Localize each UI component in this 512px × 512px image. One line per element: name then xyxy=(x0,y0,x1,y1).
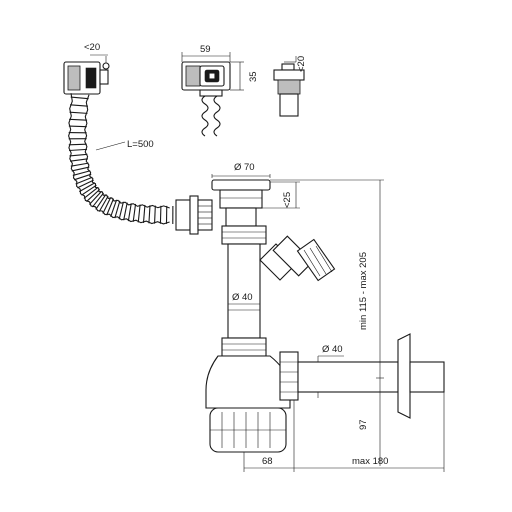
hose-rib xyxy=(75,176,93,185)
sink-outlet: Ø 70 <25 xyxy=(211,162,300,227)
hose-rib xyxy=(123,202,128,221)
outlet-reach-label: max 180 xyxy=(352,456,388,467)
overflow-grille: 59 35 xyxy=(181,44,259,137)
hose-connector xyxy=(175,195,213,235)
trap-height-label: 97 xyxy=(358,419,369,430)
hose-rib xyxy=(83,186,99,199)
hose-rib xyxy=(110,199,118,217)
outlet-diameter-label: Ø 70 xyxy=(234,162,255,173)
hose-rib xyxy=(114,200,121,219)
trap-outlet: Ø 40 xyxy=(279,333,445,419)
pipe-diameter-label: Ø 40 xyxy=(232,292,253,303)
hose-rib xyxy=(81,184,97,196)
corrugated-hose xyxy=(68,93,174,225)
trap-offset-label: 68 xyxy=(262,456,273,467)
hose-rib xyxy=(98,195,109,212)
hose-rib xyxy=(68,125,87,128)
hose-rib xyxy=(79,182,96,193)
overflow-depth-label: <20 xyxy=(84,42,100,53)
hose-rib xyxy=(69,148,88,152)
hose-rib xyxy=(137,204,141,223)
hose-rib xyxy=(148,205,151,224)
hose-length-label: L=500 xyxy=(127,139,154,150)
grille-width-label: 59 xyxy=(200,44,211,55)
basket-plug: <20 xyxy=(273,56,307,117)
washing-machine-spigot xyxy=(259,235,336,282)
hose-rib xyxy=(70,104,89,107)
bottle-trap xyxy=(205,355,291,453)
hose-rib xyxy=(132,203,137,222)
hose-rib xyxy=(69,118,88,121)
grille-height-label: 35 xyxy=(248,71,259,82)
trap-outlet-diameter-label: Ø 40 xyxy=(322,344,343,355)
hose-rib xyxy=(72,170,91,176)
hose-rib xyxy=(69,111,88,114)
hose-rib xyxy=(70,162,89,167)
hose-rib xyxy=(68,143,87,146)
hose-rib xyxy=(102,197,112,214)
hose-rib xyxy=(95,194,107,210)
vertical-pipe: Ø 40 xyxy=(221,225,267,357)
hose-rib xyxy=(154,205,156,224)
hose-rib xyxy=(88,190,102,205)
hose-rib xyxy=(70,96,89,100)
hose-rib xyxy=(92,192,105,208)
plug-depth-label: <20 xyxy=(296,56,307,72)
hose-rib xyxy=(118,201,124,220)
hose-rib xyxy=(159,205,162,224)
hose-rib xyxy=(70,158,88,162)
hose-rib xyxy=(106,198,115,216)
hose-rib xyxy=(127,203,132,222)
hose-rib xyxy=(77,179,94,189)
hose-rib xyxy=(142,204,146,223)
hose-outline xyxy=(68,93,170,225)
bottom-dimension: 68 max 180 xyxy=(243,392,445,472)
height-range-dimension: min 115 - max 205 97 xyxy=(270,179,384,466)
hose-outline xyxy=(84,94,170,209)
hose-rib xyxy=(73,173,92,181)
hose-rib xyxy=(69,153,88,157)
hose-length-leader xyxy=(95,141,126,151)
hose-rib xyxy=(71,166,90,172)
height-range-label: min 115 - max 205 xyxy=(358,252,369,330)
hose-rib xyxy=(86,188,101,202)
outlet-height-label: <25 xyxy=(282,192,293,208)
overflow-unit: <20 xyxy=(63,42,110,95)
